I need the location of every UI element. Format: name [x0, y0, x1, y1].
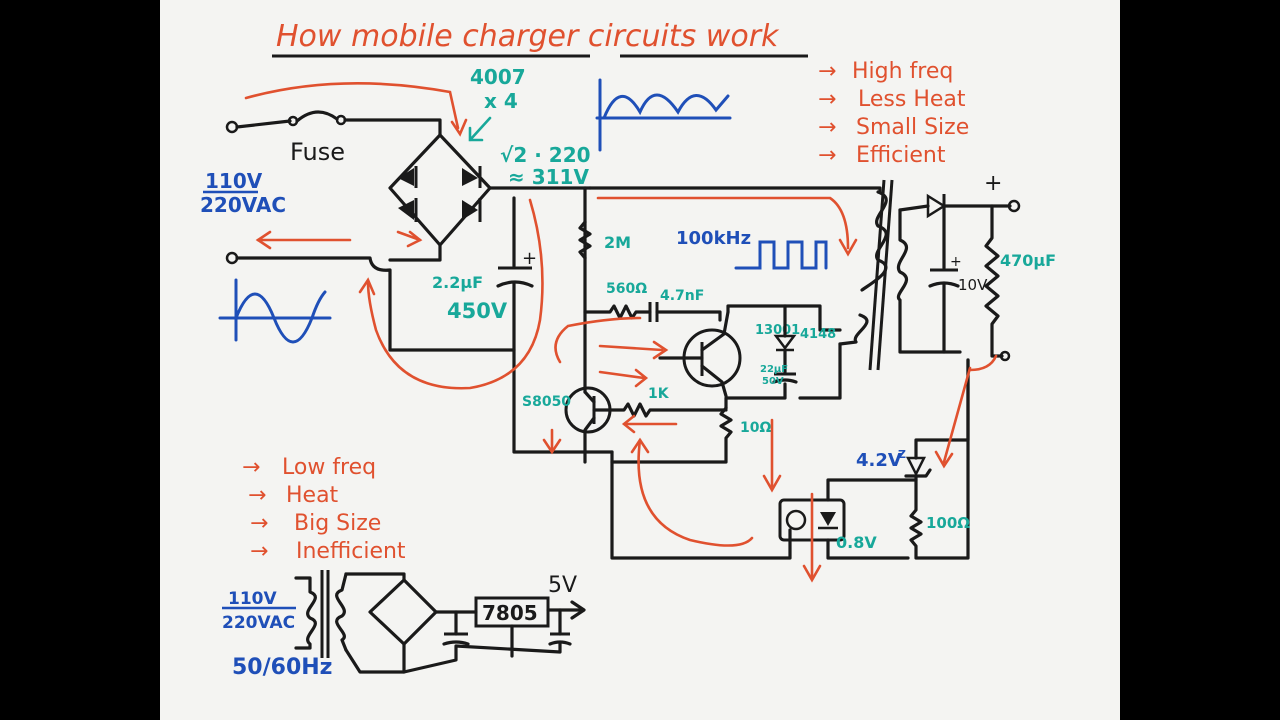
feature-low-freq: Low freq	[282, 455, 376, 480]
feature-arrow: →	[818, 87, 836, 112]
fb-cap-value: 22µF	[760, 364, 788, 375]
smps-features: → High freq → Less Heat → Small Size → E…	[818, 59, 969, 168]
linear-supply	[294, 570, 586, 674]
feature-arrow: →	[250, 511, 268, 536]
fb-cap-voltage: 50V	[762, 376, 784, 387]
secondary-current-arrow	[942, 366, 972, 464]
diode-count: x 4	[484, 89, 518, 113]
feature-less-heat: Less Heat	[858, 87, 966, 112]
peak-value: ≈ 311V	[508, 165, 589, 189]
main-transistor-label: 13001	[755, 323, 800, 338]
feature-arrow: →	[250, 539, 268, 564]
diode-4148: 4148	[800, 327, 836, 342]
peak-formula: √2 · 220	[500, 143, 591, 167]
feature-arrow: →	[248, 483, 266, 508]
snubber-cap: 4.7nF	[660, 288, 704, 304]
transformer	[838, 179, 962, 371]
base-current-arrow	[598, 344, 664, 352]
aux-transistor-s8050	[564, 386, 728, 464]
bulk-cap-current-loop	[366, 198, 544, 390]
start-resistor	[578, 220, 592, 260]
output-plus: +	[984, 171, 1002, 196]
regulator-label: 7805	[482, 601, 538, 625]
rectified-wave	[595, 78, 732, 152]
switch-frequency: 100kHz	[676, 228, 751, 249]
bridge-rectifier	[388, 133, 592, 262]
feature-arrow: →	[818, 59, 836, 84]
secondary-return-arrow	[968, 354, 998, 372]
feature-high-freq: High freq	[852, 59, 953, 84]
feature-inefficient: Inefficient	[296, 539, 406, 564]
ac-sine-wave	[218, 278, 332, 344]
fuse-label: Fuse	[290, 138, 345, 166]
zener-voltage: 4.2V	[856, 450, 902, 471]
aux-transistor-label: S8050	[522, 394, 571, 410]
feature-arrow: →	[818, 143, 836, 168]
diode-part: 4007	[470, 65, 526, 89]
feature-arrow: →	[818, 115, 836, 140]
opto-resistor: 100Ω	[926, 514, 970, 532]
page-title: How mobile charger circuits work	[276, 19, 780, 54]
svg-text:+: +	[522, 248, 537, 269]
aux-current-arrow	[598, 370, 646, 380]
bulk-cap-voltage: 450V	[447, 299, 508, 323]
svg-text:+: +	[950, 254, 962, 270]
feature-big-size: Big Size	[294, 511, 381, 536]
feature-heat: Heat	[286, 483, 339, 508]
fuse-symbol	[295, 110, 339, 123]
main-transistor-13001	[658, 310, 742, 398]
zener-suffix: Z	[898, 448, 906, 461]
current-arrow-in	[244, 82, 460, 130]
linear-input-220: 220VAC	[222, 613, 295, 633]
bulk-cap-value: 2.2µF	[432, 273, 483, 292]
opto-drop: 0.8V	[836, 533, 877, 552]
primary-current-arrow	[596, 196, 850, 250]
emitter-resistor: 10Ω	[740, 420, 771, 436]
linear-output-voltage: 5V	[548, 573, 577, 598]
start-resistor-value: 2M	[604, 233, 631, 252]
opto-current-arc	[637, 438, 754, 547]
feature-small-size: Small Size	[856, 115, 969, 140]
output-cap-value: 470µF	[1000, 251, 1056, 270]
paper	[160, 0, 1120, 720]
feedback-current-arc	[554, 316, 642, 364]
feature-efficient: Efficient	[856, 143, 946, 168]
snubber-resistor: 560Ω	[606, 281, 647, 297]
base-resistor: 1K	[648, 386, 670, 402]
feature-arrow: →	[242, 455, 260, 480]
linear-frequency: 50/60Hz	[232, 655, 332, 680]
input-voltage-110: 110V	[205, 169, 263, 193]
output-diode	[926, 193, 947, 219]
square-wave	[734, 240, 828, 270]
linear-features: → Low freq → Heat → Big Size → Inefficie…	[242, 455, 406, 564]
input-voltage-220: 220VAC	[200, 193, 286, 217]
linear-input-110: 110V	[228, 589, 277, 609]
output-cap-voltage: 10V	[958, 276, 988, 294]
diode-pointer-arrow	[468, 116, 492, 142]
output-terminal-plus	[1007, 199, 1021, 213]
zener-diode	[905, 456, 927, 477]
primary-top-rail	[588, 186, 882, 194]
